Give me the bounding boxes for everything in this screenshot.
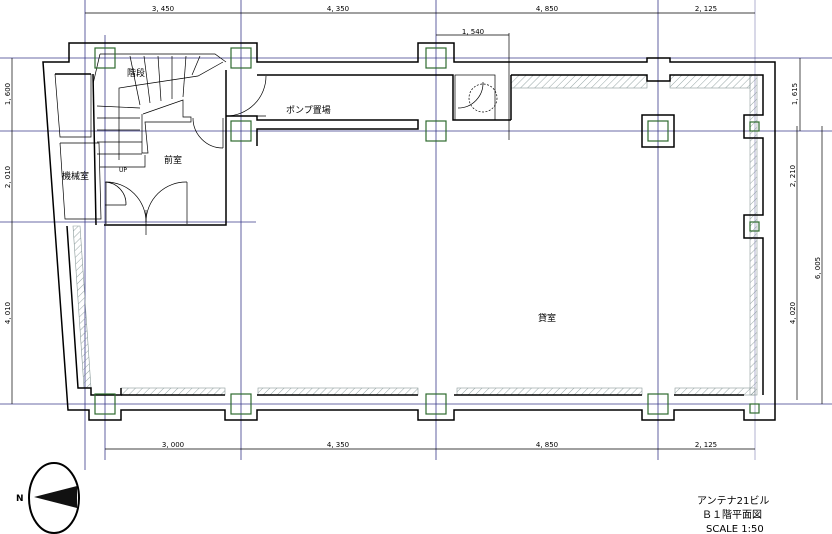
- column: [230, 120, 252, 142]
- north-label: N: [16, 494, 24, 504]
- room-label-stairs: 階段: [127, 67, 145, 79]
- dim-top-sub: 1, 540: [462, 28, 484, 36]
- scale-label: SCALE 1:50: [706, 524, 764, 534]
- dim-top-2: 4, 350: [327, 5, 349, 13]
- sheet-title: Ｂ１階平面図: [702, 509, 762, 521]
- grid-lines: [0, 0, 832, 470]
- staircase: UP: [96, 55, 224, 174]
- doors: [104, 74, 498, 235]
- room-label-pump: ポンプ置場: [286, 104, 331, 116]
- dim-left-1: 1, 600: [4, 83, 12, 105]
- dim-top-4: 2, 125: [695, 5, 717, 13]
- dimension-lines: [11, 12, 823, 450]
- north-arrow: N: [16, 462, 80, 534]
- building-name: アンテナ21ビル: [697, 495, 769, 507]
- column: [749, 221, 760, 232]
- column: [94, 47, 116, 69]
- dim-right-total: 6, 005: [814, 257, 822, 279]
- room-label-anteroom: 前室: [164, 154, 182, 166]
- dim-bottom-1: 3, 000: [162, 441, 184, 449]
- dim-right-2: 2, 210: [789, 165, 797, 187]
- column: [94, 393, 116, 415]
- dim-right-3: 4, 020: [789, 302, 797, 324]
- column: [425, 120, 447, 142]
- stairs-up-label: UP: [119, 167, 127, 174]
- column: [749, 121, 760, 132]
- wall-hatching: [72, 74, 758, 396]
- dim-left-2: 2, 010: [4, 166, 12, 188]
- column: [749, 403, 760, 414]
- column: [425, 47, 447, 69]
- title-block: アンテナ21ビル Ｂ１階平面図 SCALE 1:50: [697, 495, 769, 534]
- room-label-rental: 貸室: [538, 312, 556, 324]
- structural-columns: [94, 47, 760, 415]
- column: [230, 393, 252, 415]
- dim-top-3: 4, 850: [536, 5, 558, 13]
- walls: [42, 42, 776, 421]
- dim-bottom-3: 4, 850: [536, 441, 558, 449]
- room-label-machine: 機械室: [62, 170, 89, 182]
- dim-bottom-4: 2, 125: [695, 441, 717, 449]
- dim-right-1: 1, 615: [791, 83, 799, 105]
- column: [425, 393, 447, 415]
- dim-bottom-2: 4, 350: [327, 441, 349, 449]
- dim-top-1: 3, 450: [152, 5, 174, 13]
- column: [647, 120, 669, 142]
- column: [647, 393, 669, 415]
- dim-left-3: 4, 010: [4, 302, 12, 324]
- column: [230, 47, 252, 69]
- north-arrow-icon: [34, 486, 77, 508]
- dimension-labels: 3, 450 4, 350 4, 850 2, 125 1, 540 3, 00…: [4, 5, 822, 449]
